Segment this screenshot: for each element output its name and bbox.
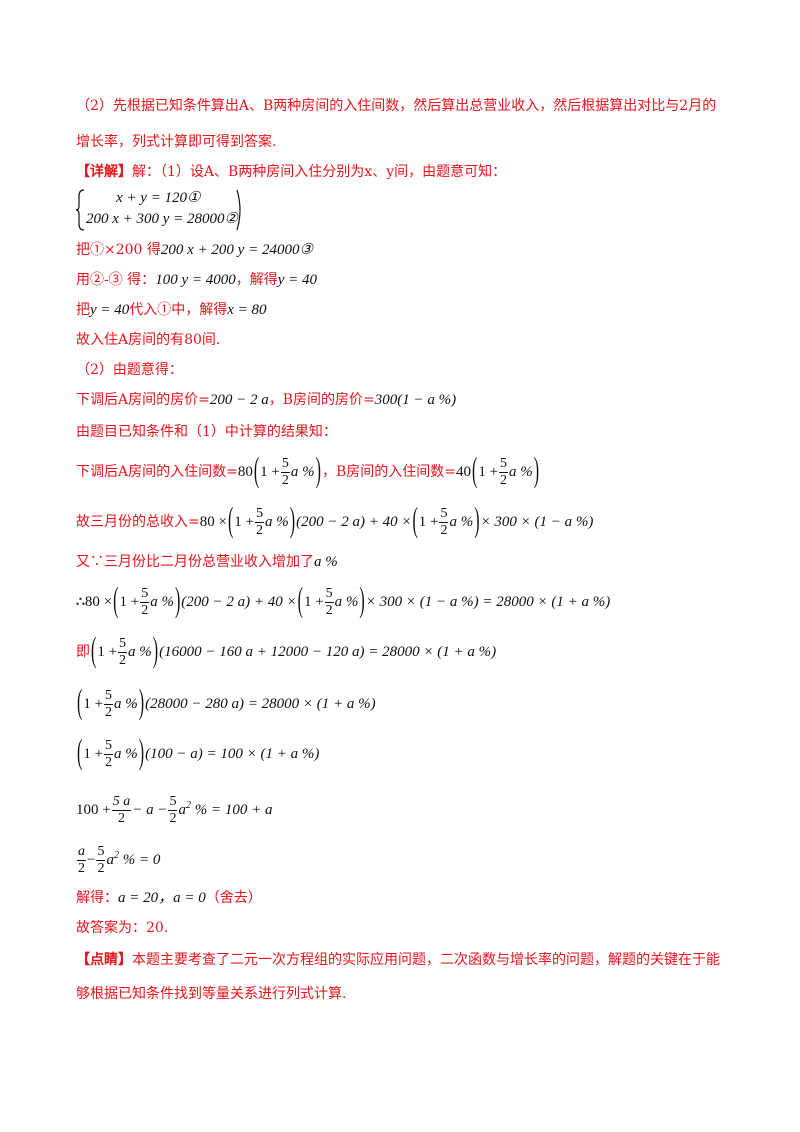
step-2-math: 100 y = 4000 [155, 272, 236, 288]
detail-intro-text: 解：（1）设A、B两种房间入住分别为x、y间，由题意可知： [132, 164, 507, 180]
left-brace-icon [76, 189, 85, 231]
step-1-math: 200 x + 200 y = 24000③ [160, 242, 313, 258]
step-3-text: 把 [76, 302, 90, 318]
comment-line-1: 【点睛】本题主要考查了二元一次方程组的实际应用问题，二次函数与增长率的问题，解题… [76, 950, 720, 970]
known-line: 由题目已知条件和（1）中计算的结果知： [76, 424, 337, 440]
ji-text: 即 [76, 644, 90, 660]
equation-1: x + y = 120① [116, 190, 201, 206]
step-3: 把y = 40代入①中，解得x = 80 [76, 300, 267, 320]
equation-2: 200 x + 300 y = 28000② [86, 211, 239, 227]
because-line: 又∵三月份比二月份总营业收入增加了a % [76, 552, 338, 572]
solve-text: 解得： [76, 890, 118, 906]
step-3-text2: 代入①中，解得 [129, 302, 228, 318]
step-2-text2: ，解得 [235, 272, 278, 288]
rooms-text-b: ，B房间的入住间数= [321, 464, 456, 480]
step-3-math2: x = 80 [227, 302, 267, 318]
because-text: 又∵三月份比二月份总营业收入增加了 [76, 554, 314, 570]
rooms-text-a: 下调后A房间的入住间数= [76, 464, 238, 480]
price-math-a: 200 − 2 a [209, 392, 269, 408]
because-math: a % [314, 554, 338, 570]
income-text: 故三月份的总收入= [76, 514, 200, 530]
detail-intro: 【详解】解：（1）设A、B两种房间入住分别为x、y间，由题意可知： [76, 162, 506, 182]
comment-line-2: 够根据已知条件找到等量关系进行列式计算. [76, 986, 347, 1002]
step-3-math: y = 40 [90, 302, 130, 318]
detail-tag: 【详解】 [76, 164, 132, 180]
price-text-a: 下调后A房间的房价= [76, 392, 210, 408]
step-2-text: 用②-③ 得： [76, 272, 156, 288]
equation-system: x + y = 120① 200 x + 300 y = 28000② [76, 188, 246, 232]
answer-line: 故答案为：20. [76, 920, 169, 936]
therefore-symbol: ∴ [76, 594, 85, 610]
solve-line: 解得：a = 20，a = 0（舍去） [76, 888, 262, 908]
step-1-text: 把①×200 得 [76, 242, 161, 258]
conclusion-1: 故入住A房间的有80间. [76, 332, 221, 348]
step-2: 用②-③ 得：100 y = 4000，解得y = 40 [76, 270, 317, 290]
comment-tag: 【点睛】 [76, 952, 132, 968]
comment-text-1: 本题主要考查了二元一次方程组的实际应用问题，二次函数与增长率的问题，解题的关键在… [132, 952, 720, 968]
price-text-b: ，B房间的房价= [268, 392, 375, 408]
right-paren-icon [236, 189, 241, 231]
step-1: 把①×200 得200 x + 200 y = 24000③ [76, 240, 313, 260]
solve-note: （舍去） [205, 890, 262, 906]
step-2-math2: y = 40 [277, 272, 317, 288]
price-line: 下调后A房间的房价=200 − 2 a，B房间的房价=300(1 − a %) [76, 390, 456, 410]
part-2-heading: （2）由题意得： [76, 362, 183, 378]
price-math-b: 300(1 − a %) [374, 392, 457, 408]
analysis-line-1: （2）先根据已知条件算出A、B两种房间的入住间数，然后算出总营业收入，然后根据算… [76, 98, 717, 114]
analysis-line-2: 增长率，列式计算即可得到答案. [76, 134, 277, 150]
solve-math: a = 20，a = 0 [118, 890, 206, 906]
